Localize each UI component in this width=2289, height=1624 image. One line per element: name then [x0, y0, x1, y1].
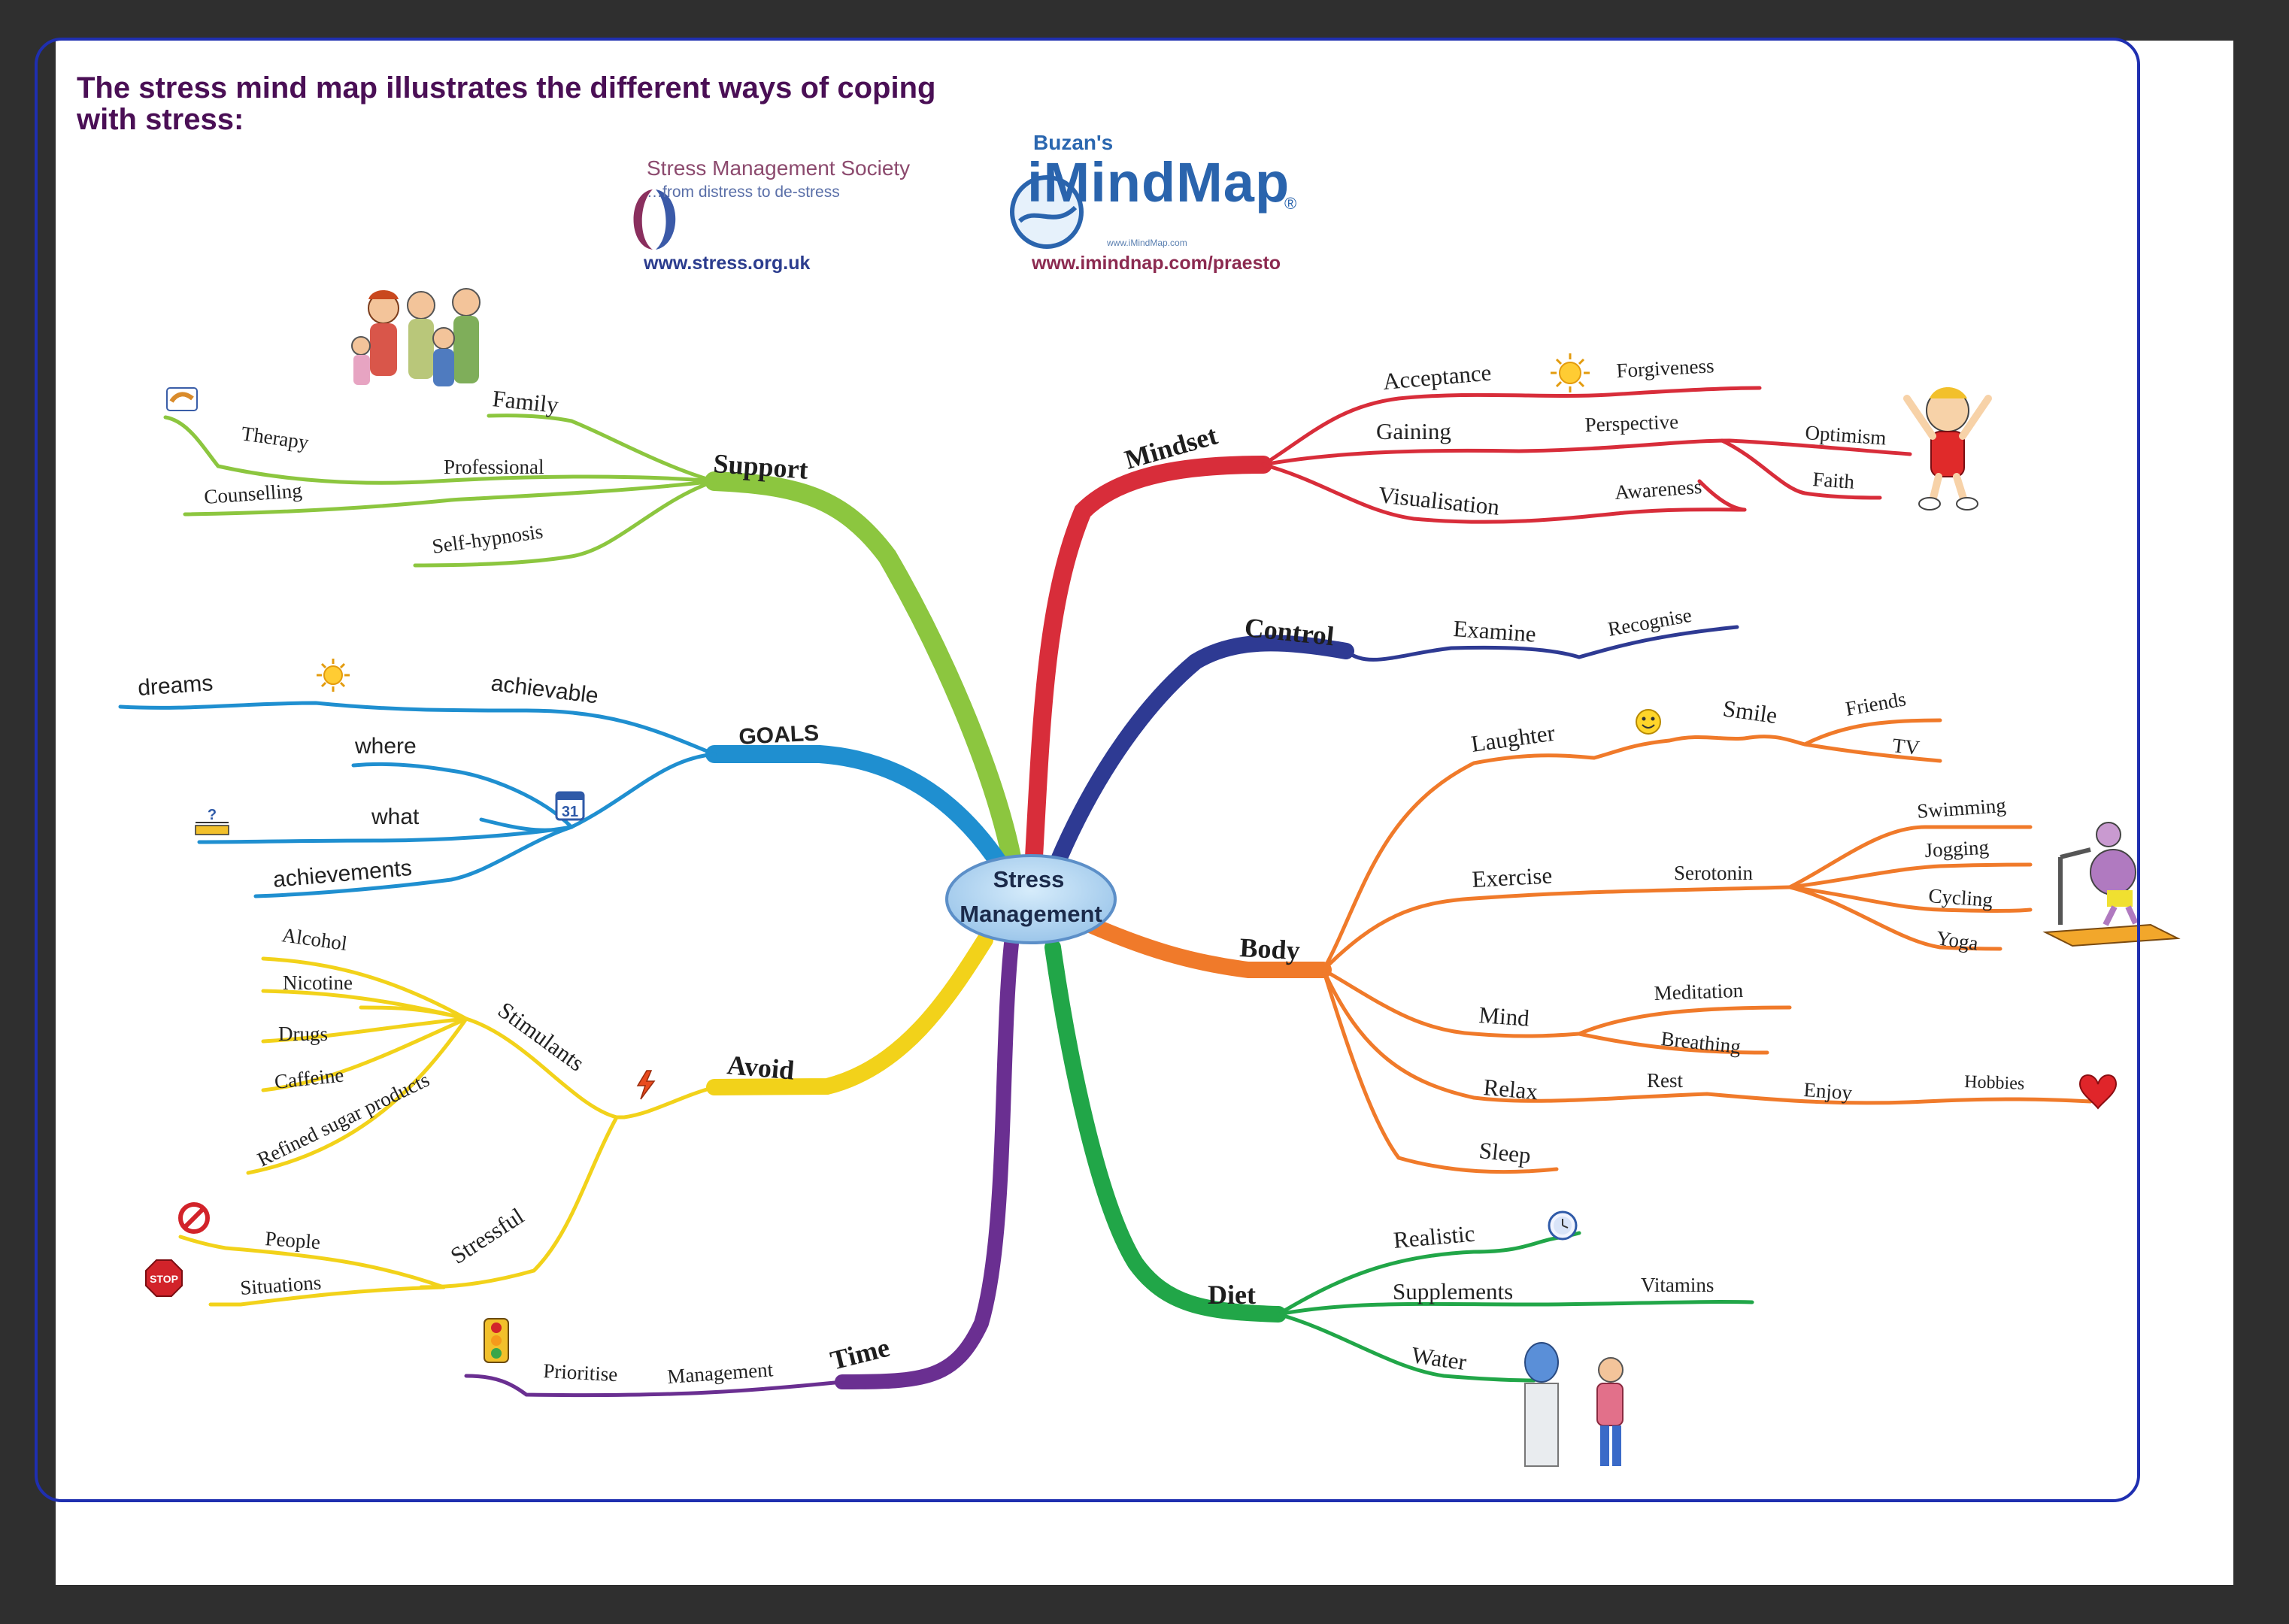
family-icon: [351, 288, 481, 386]
enjoy-label[interactable]: Enjoy: [1803, 1078, 1854, 1104]
water-cooler-icon: [1524, 1342, 1624, 1467]
forgiveness-label[interactable]: Forgiveness: [1616, 354, 1714, 382]
dreams-label[interactable]: dreams: [137, 671, 214, 701]
branch-diet-trunk: [1044, 939, 1287, 1323]
cycling-label[interactable]: Cycling: [1928, 884, 1993, 911]
center-label-line1: Stress: [993, 866, 1065, 892]
branch-control-trunk: [1048, 635, 1354, 873]
svg-text:STOP: STOP: [150, 1273, 178, 1285]
heart-icon: [2078, 1074, 2118, 1110]
branch-support-trunk: [705, 471, 1021, 867]
vitamins-label[interactable]: Vitamins: [1641, 1274, 1714, 1296]
imindmap-link[interactable]: www.imindnap.com/praesto: [1032, 253, 1281, 274]
prioritise-label[interactable]: Prioritise: [543, 1359, 618, 1386]
imm-buzan: Buzan's: [1033, 131, 1114, 154]
what-label[interactable]: what: [371, 804, 420, 829]
center-label-line2: Management: [960, 901, 1102, 927]
meditation-label[interactable]: Meditation: [1654, 979, 1744, 1004]
svg-text:?: ?: [208, 807, 217, 823]
stress-org-link[interactable]: www.stress.org.uk: [644, 253, 811, 274]
drugs-label[interactable]: Drugs: [278, 1023, 328, 1045]
branch-body-trunk: [1082, 917, 1332, 978]
treadmill-runner-icon: [2042, 822, 2181, 947]
rest-label[interactable]: Rest: [1647, 1069, 1684, 1092]
main-branches: [705, 456, 1354, 1389]
imindmap-logo-icon: [1010, 175, 1084, 249]
sun-icon: [317, 659, 350, 692]
diet-label[interactable]: Diet: [1208, 1280, 1256, 1310]
center-node[interactable]: Stress Management: [945, 854, 1117, 944]
sleep-label[interactable]: Sleep: [1478, 1137, 1532, 1168]
sub-branches: [118, 386, 2093, 1398]
stress-management-society-logo: [633, 189, 676, 250]
calendar-icon: 31: [555, 791, 585, 821]
where-label[interactable]: where: [354, 734, 417, 759]
lightning-icon: [636, 1070, 656, 1100]
mindset-sub-branches: [1261, 386, 1912, 524]
avoid-sub-branches: [178, 956, 717, 1307]
time-sub-branches: [464, 1374, 844, 1398]
branch-goals-trunk: [705, 745, 1009, 874]
serotonin-label[interactable]: Serotonin: [1674, 862, 1753, 884]
relax-label[interactable]: Relax: [1482, 1074, 1539, 1104]
support-sub-branches: [163, 414, 717, 568]
clock-icon: [1548, 1210, 1578, 1241]
professional-label[interactable]: Professional: [444, 456, 544, 478]
stop-sign-icon: STOP: [145, 1259, 183, 1297]
gaining-label[interactable]: Gaining: [1376, 418, 1451, 444]
examine-label[interactable]: Examine: [1453, 615, 1537, 647]
branch-avoid-trunk: [706, 932, 993, 1095]
mind-label[interactable]: Mind: [1478, 1001, 1531, 1032]
no-entry-icon: [178, 1202, 210, 1234]
smiley-icon: [1636, 709, 1661, 735]
nicotine-label[interactable]: Nicotine: [283, 971, 353, 994]
jogging-label[interactable]: Jogging: [1924, 836, 1990, 862]
goals-sub-branches: [118, 701, 717, 898]
branch-time-trunk: [835, 936, 1019, 1389]
diet-sub-branches: [1276, 1231, 1754, 1383]
sms-name: Stress Management Society: [647, 156, 911, 180]
content-frame: [35, 38, 2140, 1502]
hobbies-label[interactable]: Hobbies: [1964, 1072, 2025, 1094]
handshake-icon: [166, 387, 198, 411]
perspective-label[interactable]: Perspective: [1584, 411, 1678, 436]
imm-name: iMindMap: [1027, 151, 1290, 214]
goals-label[interactable]: GOALS: [738, 720, 820, 750]
faith-label[interactable]: Faith: [1812, 468, 1856, 493]
cheering-kid-icon: [1903, 387, 1992, 511]
imm-registered: ®: [1284, 194, 1297, 213]
supplements-label[interactable]: Supplements: [1393, 1278, 1513, 1304]
question-ruler-icon: ?: [195, 807, 229, 835]
branch-mindset-trunk: [1025, 456, 1272, 866]
body-sub-branches: [1321, 718, 2093, 1174]
imm-url: www.iMindMap.com: [1107, 238, 1187, 248]
svg-text:31: 31: [562, 804, 578, 820]
avoid-label[interactable]: Avoid: [726, 1050, 796, 1086]
sms-tagline: …from distress to de-stress: [647, 183, 840, 201]
body-label[interactable]: Body: [1239, 932, 1301, 965]
tv-label[interactable]: TV: [1891, 734, 1921, 759]
sun-icon: [1551, 353, 1590, 392]
page-title: The stress mind map illustrates the diff…: [77, 72, 936, 134]
control-sub-branches: [1344, 625, 1739, 662]
people-label[interactable]: People: [265, 1227, 321, 1253]
exercise-label[interactable]: Exercise: [1472, 862, 1553, 892]
support-label[interactable]: Support: [712, 448, 809, 485]
traffic-light-icon: [484, 1318, 509, 1363]
